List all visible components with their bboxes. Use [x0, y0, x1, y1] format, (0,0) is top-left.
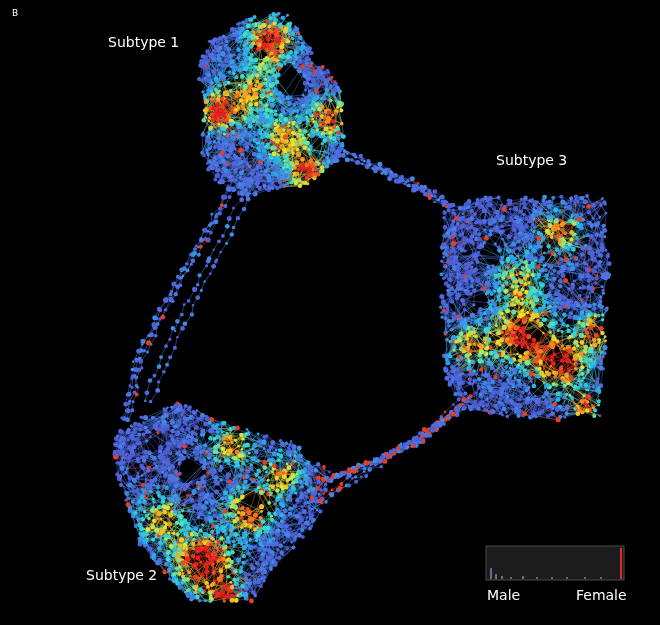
legend-end-label: Male	[487, 588, 520, 603]
histogram-peak	[620, 548, 622, 579]
histogram-frame	[486, 546, 624, 580]
cluster-label: Subtype 3	[496, 153, 567, 168]
cluster-label: Subtype 2	[86, 568, 157, 583]
legend-end-label: Female	[576, 588, 627, 603]
histogram-bars	[490, 568, 602, 579]
cluster-label: Subtype 1	[108, 35, 179, 50]
panel-letter: B	[12, 9, 18, 19]
